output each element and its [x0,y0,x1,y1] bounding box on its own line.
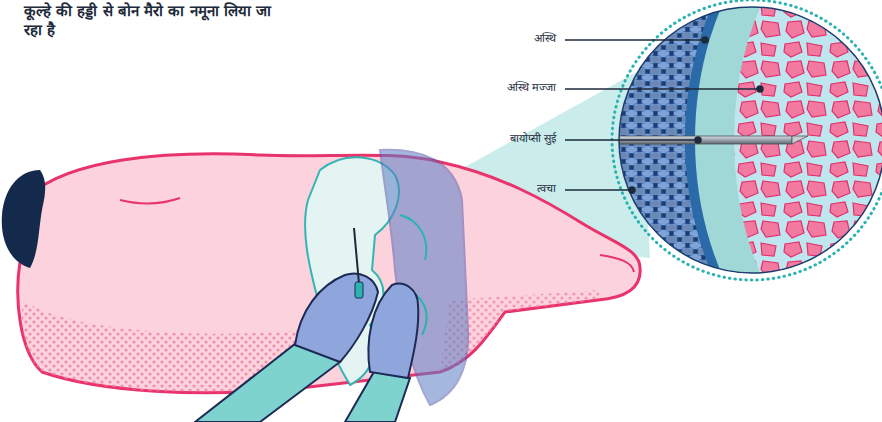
leader-lines [565,37,763,193]
part-label: बायोप्सी सुई [510,132,557,146]
part-label: अस्थि [534,32,556,46]
arm-line [120,198,180,204]
sleeve [345,370,410,422]
foot-line [600,255,634,272]
part-label: त्वचा [537,182,556,196]
glove [295,274,378,362]
glove [368,284,418,378]
needle-hub [355,282,363,298]
title: कूल्हे की हड्डी से बोन मैरो का नमूना लिय… [24,2,274,40]
zoom-view [610,0,882,410]
patient-hair [2,170,45,268]
part-label: अस्थि मज्जा [507,81,557,95]
patient-body [18,154,640,393]
